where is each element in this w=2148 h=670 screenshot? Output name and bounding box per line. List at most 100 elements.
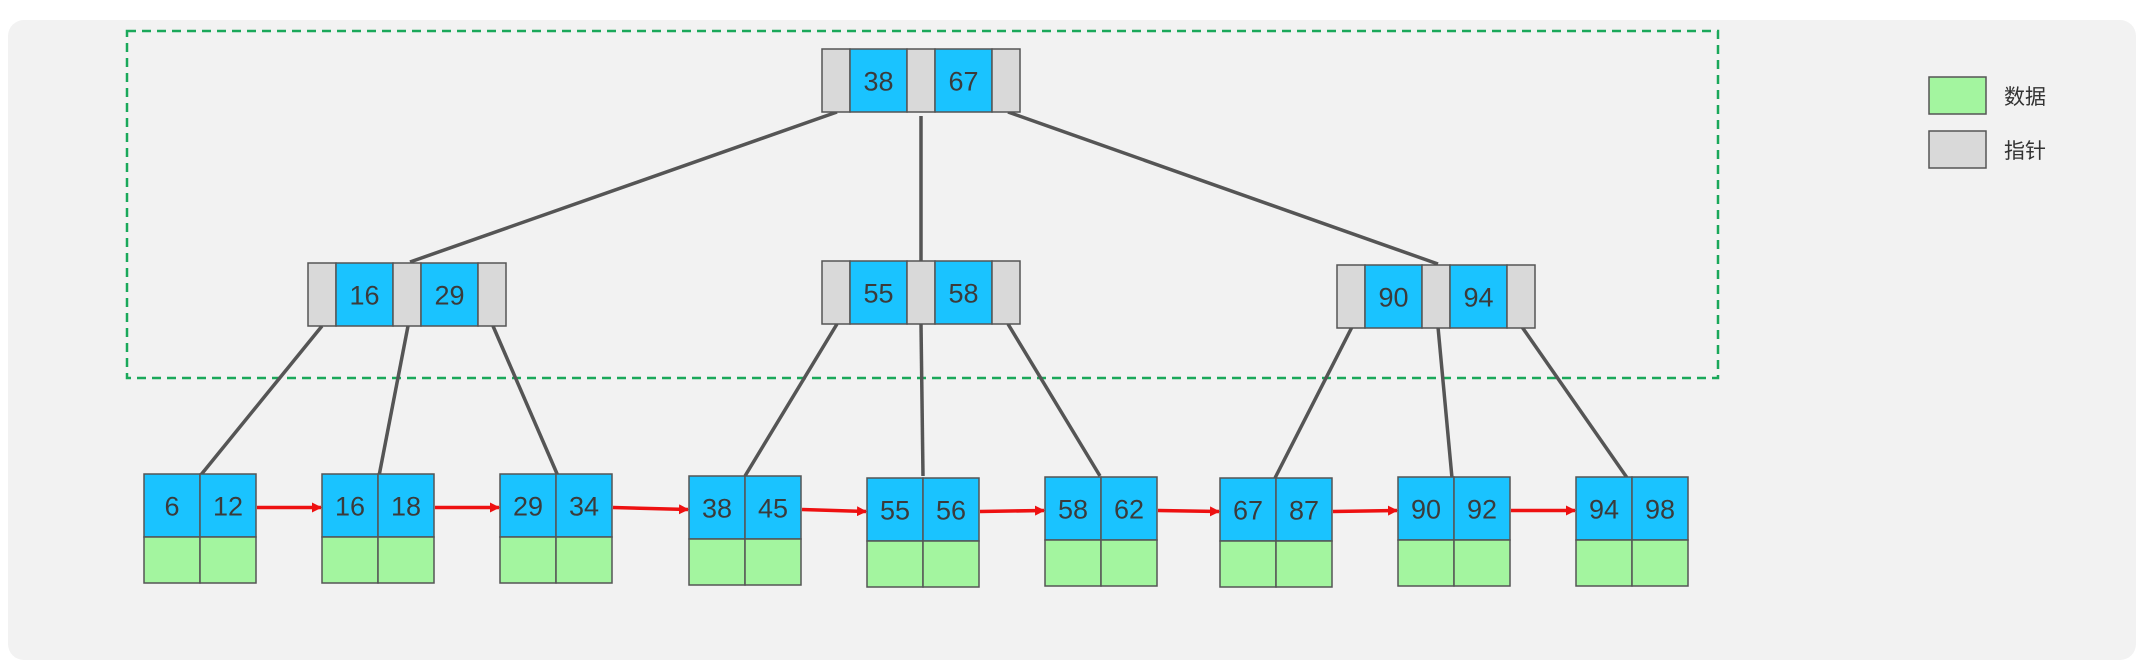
leaf-node-5: 55 56 [866, 477, 980, 588]
key-label: 34 [569, 492, 599, 522]
key-label: 16 [349, 281, 379, 311]
edge-root-internal-1 [409, 110, 838, 264]
data-cell [321, 536, 379, 584]
leaf-node-3: 29 34 [499, 473, 613, 584]
edge-internal-3-leaf-9 [1520, 325, 1632, 484]
pointer-cell [906, 260, 936, 325]
data-cell [922, 540, 980, 588]
key-cell [1364, 264, 1423, 329]
key-label: 12 [213, 492, 243, 522]
pointer-cell [392, 262, 422, 327]
edge-internal-3-leaf-7 [1273, 326, 1354, 479]
key-label: 94 [1463, 283, 1493, 313]
leaf-link-arrow [979, 505, 1045, 516]
leaf-link-arrow [801, 506, 867, 517]
key-cell [1275, 477, 1333, 542]
data-cell [744, 538, 802, 586]
edge-internal-1-leaf-2 [377, 325, 410, 477]
data-cell [1397, 539, 1455, 587]
key-label: 16 [335, 492, 365, 522]
legend-data-label: 数据 [2004, 85, 2046, 109]
key-cell [922, 477, 980, 542]
key-cell [1219, 477, 1277, 542]
key-label: 55 [880, 496, 910, 526]
leaf-node-7: 67 87 [1219, 477, 1333, 588]
data-cell [1275, 540, 1333, 588]
pointer-cell [821, 260, 851, 325]
key-cell [199, 473, 257, 538]
edge-root-internal-3 [1007, 110, 1439, 266]
pointer-cell [477, 262, 507, 327]
edge-internal-1-leaf-3 [491, 325, 560, 477]
key-label: 90 [1378, 283, 1408, 313]
data-cell [555, 536, 613, 584]
data-cell [377, 536, 435, 584]
data-cell [1575, 539, 1633, 587]
leaf-node-8: 90 92 [1397, 476, 1511, 587]
edge-internal-2-leaf-6 [1006, 323, 1102, 477]
key-cell [420, 262, 479, 327]
key-cell [688, 475, 746, 540]
key-cell [1100, 476, 1158, 541]
key-cell [1631, 476, 1689, 541]
data-cell [199, 536, 257, 584]
key-label: 56 [936, 496, 966, 526]
edge-internal-1-leaf-1 [198, 324, 324, 478]
pointer-cell [991, 260, 1021, 325]
pointer-cell [821, 48, 851, 113]
leaf-link-arrow [612, 504, 689, 515]
key-label: 62 [1114, 495, 1144, 525]
data-cell [1631, 539, 1689, 587]
key-label: 90 [1411, 495, 1441, 525]
key-label: 58 [948, 279, 978, 309]
pointer-cell [1336, 264, 1366, 329]
key-label: 6 [164, 492, 179, 522]
key-label: 67 [1233, 496, 1263, 526]
edge-internal-2-leaf-5 [919, 323, 925, 477]
edge-internal-2-leaf-4 [743, 323, 839, 477]
legend-pointer-swatch [1928, 130, 1987, 169]
key-cell [849, 48, 908, 113]
pointer-cell [906, 48, 936, 113]
data-cell [1219, 540, 1277, 588]
data-cell [1044, 539, 1102, 587]
key-cell [1044, 476, 1102, 541]
data-cell [1453, 539, 1511, 587]
key-label: 29 [513, 492, 543, 522]
key-cell [934, 260, 993, 325]
key-label: 38 [702, 494, 732, 524]
key-label: 87 [1289, 496, 1319, 526]
key-cell [934, 48, 993, 113]
key-label: 92 [1467, 495, 1497, 525]
pointer-cell [1506, 264, 1536, 329]
key-label: 94 [1589, 495, 1619, 525]
leaf-link-arrow [1157, 506, 1220, 517]
leaf-node-9: 94 98 [1575, 476, 1689, 587]
key-cell [377, 473, 435, 538]
key-label: 29 [434, 281, 464, 311]
key-cell [335, 262, 394, 327]
key-cell [866, 477, 924, 542]
pointer-cell [1421, 264, 1451, 329]
key-label: 55 [863, 279, 893, 309]
legend: 数据 指针 [1928, 76, 2046, 169]
key-cell [849, 260, 908, 325]
tree-edges [198, 110, 1632, 484]
pointer-cell [307, 262, 337, 327]
data-cell [143, 536, 201, 584]
key-label: 45 [758, 494, 788, 524]
data-cell [688, 538, 746, 586]
key-cell [1575, 476, 1633, 541]
legend-pointer-label: 指针 [2004, 139, 2046, 163]
key-label: 98 [1645, 495, 1675, 525]
edge-internal-3-leaf-8 [1436, 326, 1454, 479]
leaf-links [257, 502, 1576, 517]
internal-node-3: 90 94 [1336, 264, 1536, 329]
legend-data-swatch [1928, 76, 1987, 115]
key-cell [1453, 476, 1511, 541]
pointer-cell [991, 48, 1021, 113]
